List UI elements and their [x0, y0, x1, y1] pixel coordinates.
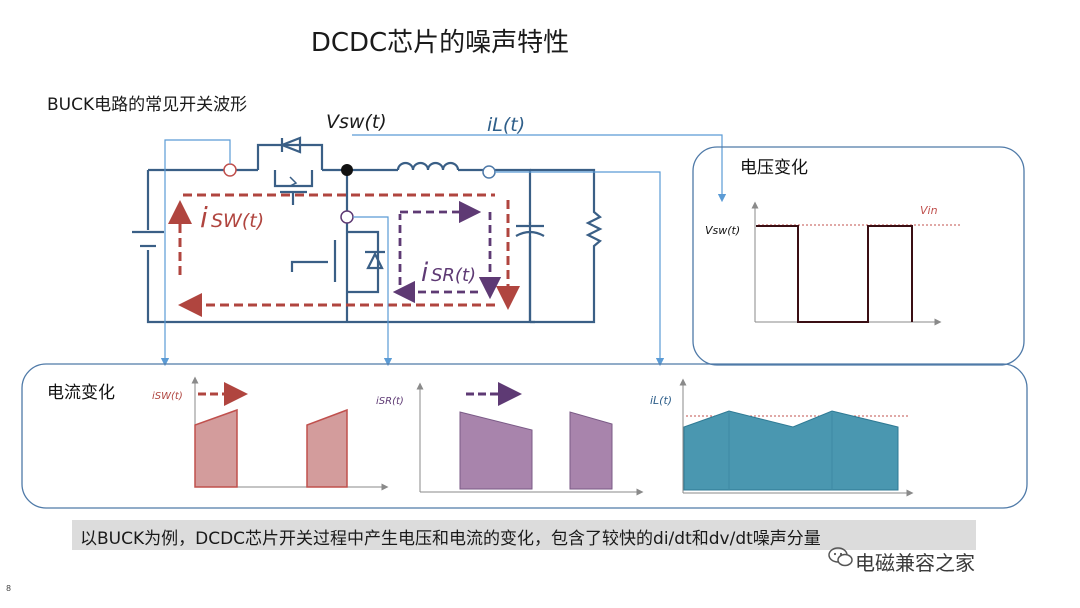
low-side-diode [365, 250, 385, 270]
high-side-switch [256, 143, 324, 170]
il-label: iL(t) [487, 114, 525, 136]
low-side-mosfet [290, 230, 380, 294]
isw-pulse-1 [194, 408, 238, 488]
circuit-left-wire [146, 170, 535, 324]
isr-current-path [392, 200, 502, 304]
high-side-mosfet [273, 170, 314, 205]
probe-isw [223, 163, 237, 177]
il-waveform [683, 410, 899, 491]
isw-wave-label: iSW(t) [152, 391, 183, 402]
output-capacitor [515, 222, 545, 322]
isr-pulse-1 [459, 411, 533, 490]
high-side-diode [278, 136, 302, 154]
switch-node-dot [341, 164, 353, 176]
isw-current-path [168, 193, 520, 317]
probe-isr [340, 210, 354, 224]
isw-label-main: i [200, 201, 208, 234]
circuit-top-wire [148, 168, 532, 322]
probe-il [482, 165, 496, 179]
current-panel [21, 363, 1028, 509]
buck-circuit [132, 136, 603, 324]
probe-leaders [160, 134, 727, 367]
isw-label-sub: SW(t) [211, 210, 264, 232]
load-resistor [530, 168, 603, 324]
isw-pulse-2 [306, 408, 348, 488]
voltage-ylabel: Vsw(t) [705, 224, 740, 237]
summary-banner [72, 520, 976, 550]
page-title: DCDC芯片的噪声特性 [310, 28, 570, 58]
voltage-axes [751, 201, 942, 326]
isr-wave-label: iSR(t) [376, 396, 404, 407]
vsw-label: Vsw(t) [326, 111, 387, 133]
vsw-waveform [756, 225, 913, 323]
voltage-heading: 电压变化 [740, 158, 808, 178]
isr-pulse-2 [569, 411, 613, 490]
summary-text: 以BUCK为例，DCDC芯片开关过程中产生电压和电流的变化，包含了较快的di/d… [80, 529, 821, 549]
il-wave-label: iL(t) [650, 394, 672, 407]
wechat-icon [828, 547, 853, 567]
inductor [396, 161, 460, 171]
current-heading: 电流变化 [47, 383, 115, 403]
voltage-panel [692, 146, 1025, 366]
isr-label-main: i [421, 258, 429, 288]
subtitle: BUCK电路的常见开关波形 [47, 95, 248, 115]
page-number: 8 [6, 584, 12, 593]
isr-label-sub: SR(t) [431, 265, 476, 286]
watermark: 电磁兼容之家 [855, 551, 975, 575]
vin-label: Vin [920, 204, 938, 217]
